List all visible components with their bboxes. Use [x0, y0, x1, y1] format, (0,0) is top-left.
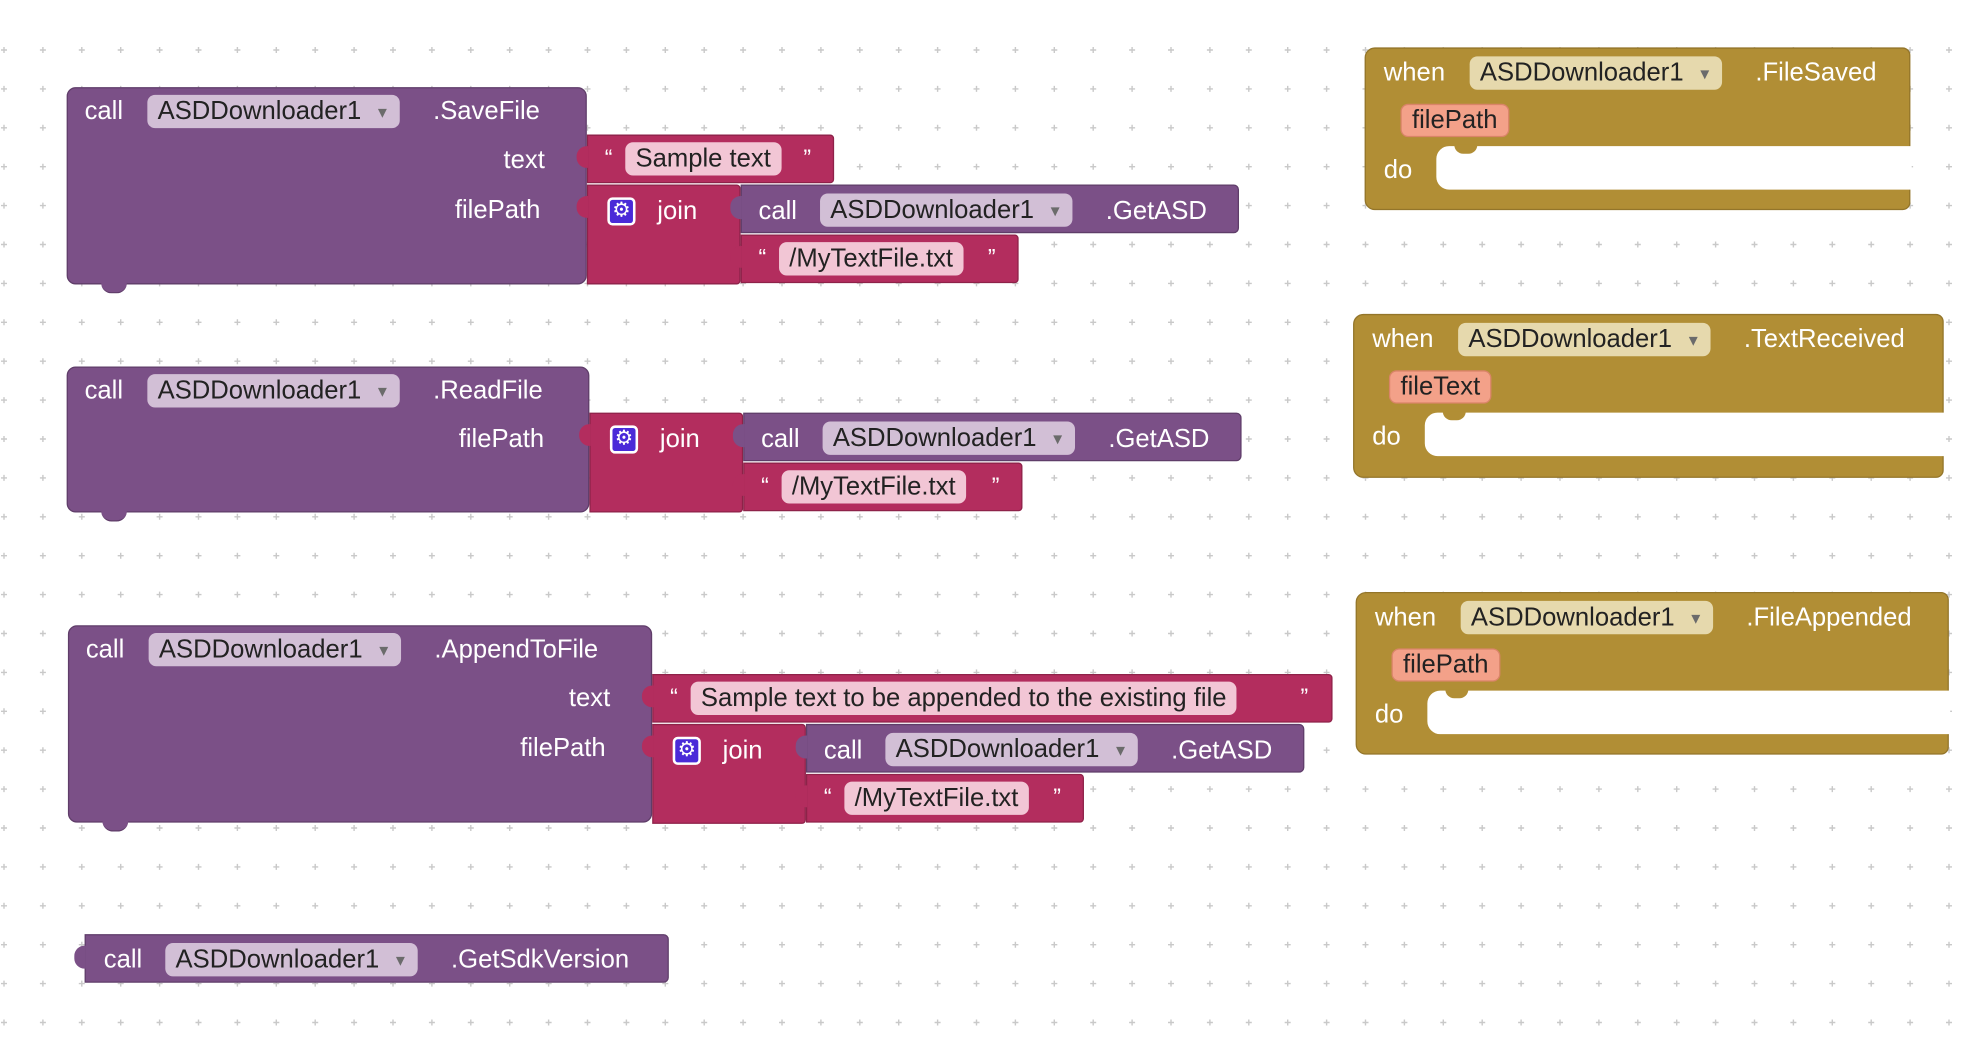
path-string-field[interactable]: /MyTextFile.txt — [779, 242, 964, 276]
component-dropdown[interactable]: ASDDownloader1 — [147, 374, 400, 408]
join-label: join — [659, 425, 700, 454]
close-quote: ” — [1300, 684, 1309, 710]
component-dropdown[interactable]: ASDDownloader1 — [148, 632, 402, 667]
mutator-gear-icon[interactable]: ⚙ — [609, 425, 639, 454]
getsdkversion-call-block[interactable]: call ASDDownloader1 .GetSdkVersion — [74, 934, 669, 983]
do-label: do — [1374, 700, 1404, 730]
mutator-gear-icon[interactable]: ⚙ — [672, 736, 701, 765]
method-label: .ReadFile — [433, 376, 543, 405]
do-label: do — [1383, 156, 1413, 185]
path-string-block[interactable]: “ /MyTextFile.txt ” — [730, 234, 1019, 284]
filesaved-event-block[interactable]: when ASDDownloader1 .FileSaved filePath … — [1364, 47, 1912, 211]
open-quote: “ — [761, 472, 769, 499]
getasd-call-block[interactable]: call ASDDownloader1 .GetASD — [730, 184, 1240, 234]
path-string-field[interactable]: /MyTextFile.txt — [781, 470, 966, 504]
method-label: .SaveFile — [433, 97, 540, 126]
component-dropdown[interactable]: ASDDownloader1 — [1458, 322, 1711, 357]
method-label: .GetASD — [1105, 197, 1207, 226]
getasd-call-block[interactable]: call ASDDownloader1 .GetASD — [795, 723, 1305, 773]
savefile-call-block[interactable]: call ASDDownloader1 .SaveFile text fileP… — [66, 87, 587, 294]
text-socket-label: text — [568, 684, 611, 713]
mutator-gear-icon[interactable]: ⚙ — [607, 197, 636, 226]
getasd-call-block[interactable]: call ASDDownloader1 .GetASD — [732, 412, 1242, 462]
text-socket-label: text — [503, 146, 545, 175]
call-label: call — [758, 197, 797, 226]
call-label: call — [823, 736, 863, 765]
do-label: do — [1372, 422, 1401, 452]
call-label: call — [103, 945, 143, 974]
component-dropdown[interactable]: ASDDownloader1 — [147, 94, 400, 129]
text-string-block[interactable]: “ Sample text to be appended to the exis… — [641, 673, 1333, 723]
text-string-field[interactable]: Sample text — [625, 142, 782, 176]
when-label: when — [1374, 603, 1437, 632]
component-dropdown[interactable]: ASDDownloader1 — [1469, 56, 1723, 90]
fileappended-event-block[interactable]: when ASDDownloader1 .FileAppended filePa… — [1355, 591, 1951, 755]
join-block[interactable]: ⚙ join — [579, 412, 744, 513]
path-string-field[interactable]: /MyTextFile.txt — [844, 781, 1029, 815]
filepath-socket-label: filePath — [454, 196, 541, 225]
event-label: .FileSaved — [1755, 58, 1877, 88]
call-label: call — [761, 425, 800, 454]
open-quote: “ — [758, 244, 767, 271]
join-label: join — [657, 197, 698, 226]
call-label: call — [84, 376, 124, 405]
event-label: .FileAppended — [1746, 603, 1912, 632]
join-label: join — [722, 736, 763, 765]
filepath-socket-label: filePath — [520, 734, 606, 763]
method-label: .GetSdkVersion — [451, 945, 630, 974]
join-block[interactable]: ⚙ join — [576, 184, 741, 285]
component-dropdown[interactable]: ASDDownloader1 — [820, 193, 1073, 227]
close-quote: ” — [991, 472, 1000, 499]
do-statement-slot[interactable] — [1427, 689, 1951, 735]
join-block[interactable]: ⚙ join — [641, 723, 806, 824]
call-label: call — [84, 97, 124, 126]
method-label: .AppendToFile — [434, 635, 599, 664]
open-quote: “ — [604, 144, 613, 171]
text-string-block[interactable]: “ Sample text ” — [576, 134, 835, 184]
component-dropdown[interactable]: ASDDownloader1 — [885, 732, 1138, 767]
when-label: when — [1372, 325, 1434, 354]
event-param[interactable]: filePath — [1400, 103, 1510, 138]
open-quote: “ — [823, 784, 832, 810]
when-label: when — [1383, 58, 1446, 88]
readfile-call-block[interactable]: call ASDDownloader1 .ReadFile filePath — [66, 366, 590, 522]
appendtofile-call-block[interactable]: call ASDDownloader1 .AppendToFile text f… — [67, 625, 653, 832]
do-statement-slot[interactable] — [1436, 144, 1912, 190]
call-label: call — [85, 635, 125, 664]
event-param[interactable]: filePath — [1391, 648, 1501, 682]
close-quote: ” — [1053, 784, 1061, 810]
do-statement-slot[interactable] — [1424, 411, 1946, 457]
method-label: .GetASD — [1108, 425, 1210, 454]
path-string-block[interactable]: “ /MyTextFile.txt ” — [795, 773, 1084, 823]
open-quote: “ — [670, 684, 678, 710]
event-label: .TextReceived — [1743, 325, 1905, 354]
close-quote: ” — [987, 244, 996, 271]
filepath-socket-label: filePath — [458, 425, 545, 454]
text-string-field[interactable]: Sample text to be appended to the existi… — [690, 681, 1237, 715]
event-param[interactable]: fileText — [1388, 370, 1492, 404]
component-dropdown[interactable]: ASDDownloader1 — [1460, 600, 1714, 635]
close-quote: ” — [803, 144, 812, 171]
component-dropdown[interactable]: ASDDownloader1 — [165, 943, 418, 977]
path-string-block[interactable]: “ /MyTextFile.txt ” — [732, 462, 1023, 512]
textreceived-event-block[interactable]: when ASDDownloader1 .TextReceived fileTe… — [1353, 313, 1946, 478]
method-label: .GetASD — [1171, 736, 1273, 765]
component-dropdown[interactable]: ASDDownloader1 — [822, 421, 1075, 455]
